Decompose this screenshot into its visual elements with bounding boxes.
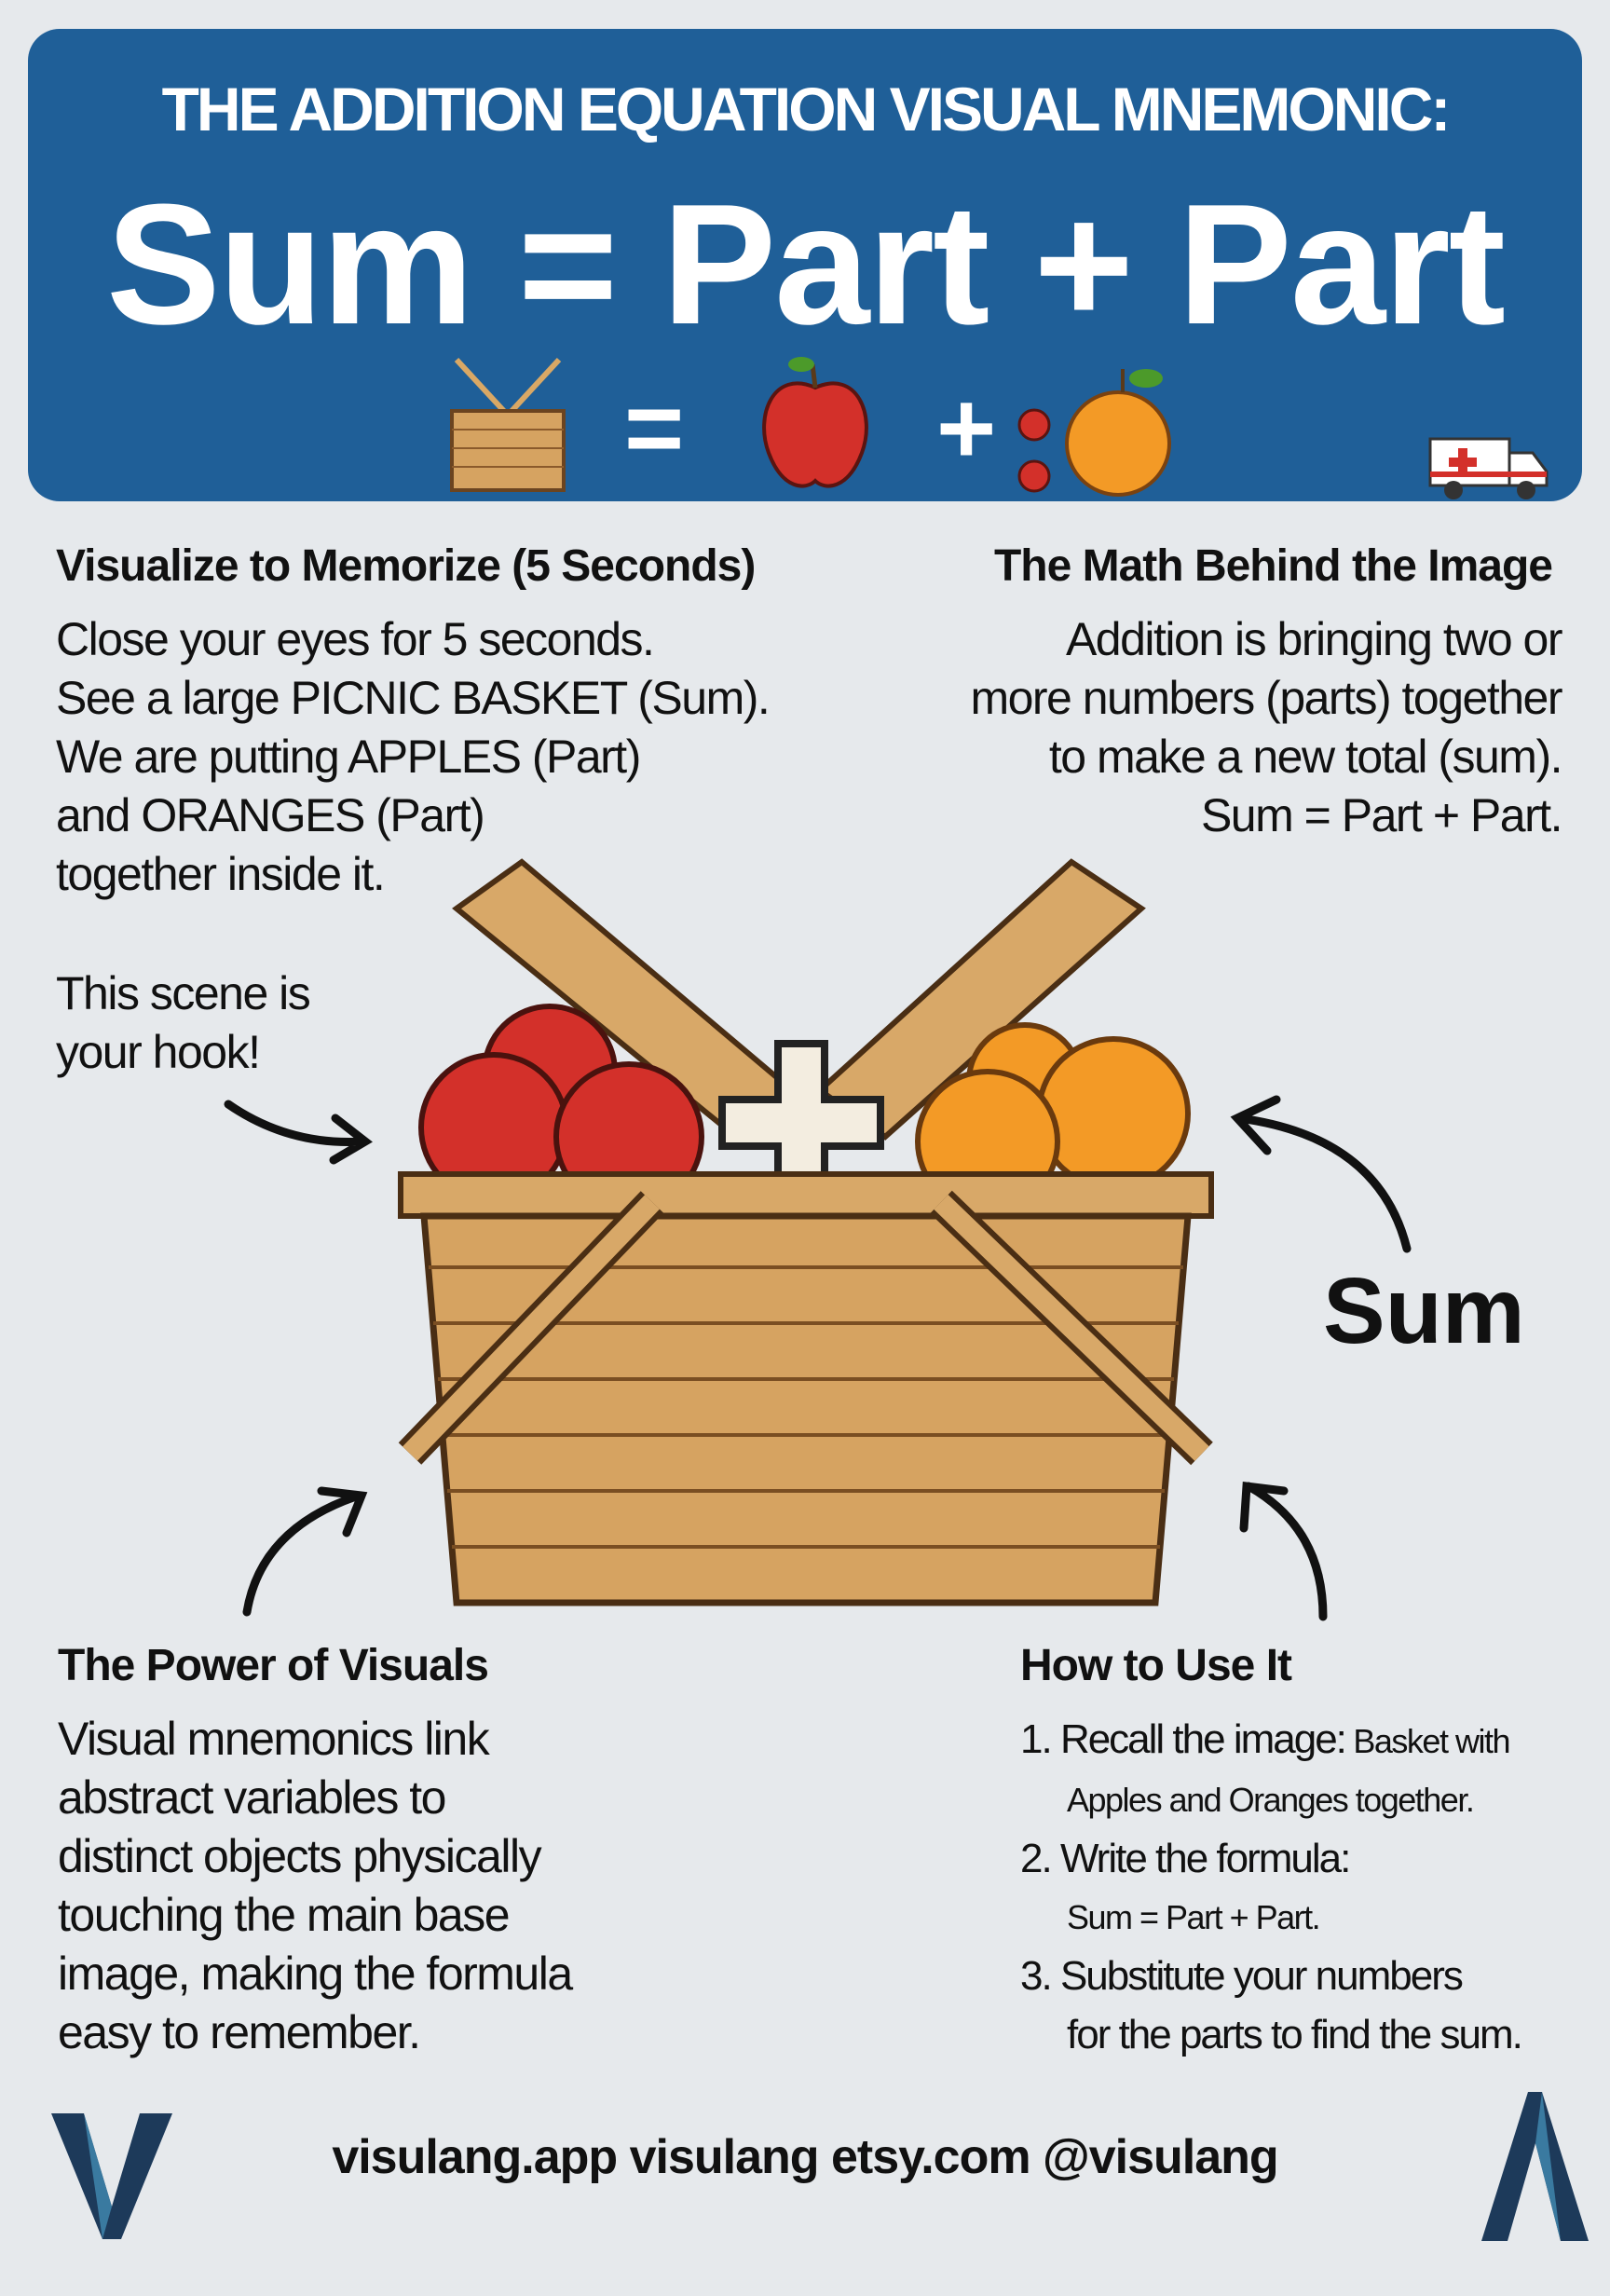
hook-text: This scene is your hook!: [56, 964, 311, 1082]
text-line: together inside it.: [56, 848, 386, 900]
text-line: and ORANGES (Part): [56, 789, 485, 841]
text-line: easy to remember.: [58, 2006, 421, 2058]
apple-pair-icon: [1017, 408, 1051, 493]
text-line: to make a new total (sum).: [1048, 731, 1563, 783]
ambulance-icon: [1428, 437, 1549, 499]
step-2: 2. Write the formula:: [1020, 1836, 1351, 1881]
text-line: image, making the formula: [58, 1948, 573, 2000]
visulang-a-logo: [1481, 2092, 1589, 2241]
text-line: touching the main base: [58, 1889, 511, 1941]
power-arrow: [242, 1486, 368, 1617]
plus-sign: +: [936, 371, 997, 485]
visulang-v-logo: [51, 2113, 172, 2239]
howto-heading: How to Use It: [1020, 1641, 1292, 1690]
text-line: We are putting APPLES (Part): [56, 731, 641, 783]
howto-arrow: [1239, 1481, 1328, 1621]
basket-body: [420, 1212, 1192, 1606]
text-line: abstract variables to: [58, 1771, 446, 1824]
step-3-cont: for the parts to find the sum.: [1067, 2012, 1523, 2057]
visualize-heading: Visualize to Memorize (5 Seconds): [56, 541, 756, 591]
text-line: more numbers (parts) together: [970, 672, 1562, 724]
text-line: See a large PICNIC BASKET (Sum).: [56, 672, 771, 724]
banner-formula: Sum = Part + Part: [106, 168, 1506, 360]
picnic-basket-illustration: [224, 858, 1412, 1621]
apple-icon: [762, 357, 868, 488]
sum-label: Sum: [1323, 1259, 1525, 1363]
step-1-cont: Apples and Oranges together.: [1067, 1781, 1475, 1819]
text-line: Addition is bringing two or: [1065, 613, 1563, 665]
hook-arrow: [224, 1100, 373, 1165]
basket-icon: [450, 357, 566, 492]
power-heading: The Power of Visuals: [58, 1641, 489, 1690]
math-text: Addition is bringing two or more numbers…: [970, 610, 1562, 845]
footer-links: visulang.app visulang etsy.com @visulang: [332, 2130, 1278, 2184]
step-1: 1. Recall the image: Basket with: [1020, 1716, 1510, 1762]
text-line: Close your eyes for 5 seconds.: [56, 613, 655, 665]
basket-rim: [398, 1171, 1214, 1219]
orange-icon: [1065, 369, 1171, 497]
text-line: This scene is: [56, 967, 311, 1019]
banner-title: THE ADDITION EQUATION VISUAL MNEMONIC:: [161, 75, 1452, 144]
step-2-cont: Sum = Part + Part.: [1067, 1898, 1321, 1936]
power-text: Visual mnemonics link abstract variables…: [58, 1710, 573, 2062]
oranges: [915, 1022, 1191, 1214]
arrows: [224, 1095, 1412, 1621]
howto-steps: 1. Recall the image: Basket with Apples …: [1020, 1710, 1601, 2064]
title-banner: THE ADDITION EQUATION VISUAL MNEMONIC: S…: [28, 29, 1582, 501]
text-line: Visual mnemonics link: [58, 1713, 490, 1765]
text-line: Sum = Part + Part.: [1200, 789, 1563, 841]
text-line: your hook!: [56, 1026, 261, 1078]
equals-sign: =: [624, 371, 685, 485]
math-heading: The Math Behind the Image: [993, 541, 1553, 591]
visualize-text: Close your eyes for 5 seconds. See a lar…: [56, 610, 771, 904]
sum-arrow-top: [1230, 1095, 1412, 1253]
icon-equation-row: = +: [28, 346, 1582, 513]
step-3: 3. Substitute your numbers: [1020, 1953, 1464, 1999]
text-line: distinct objects physically: [58, 1830, 542, 1882]
